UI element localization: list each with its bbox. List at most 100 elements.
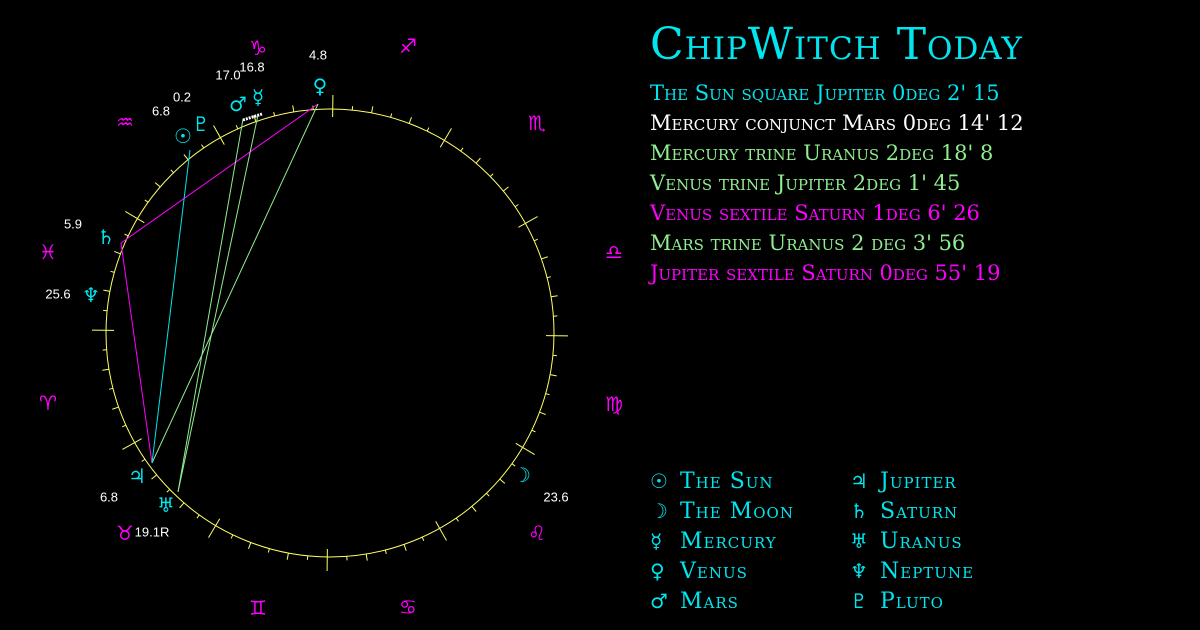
legend-item: ☿ Mercury (650, 526, 850, 556)
pluto-degree-label: 0.2 (173, 90, 191, 105)
aspect-item: The Sun square Jupiter 0deg 2' 15 (650, 81, 1000, 105)
aspect-line-mars-uranus (177, 118, 244, 493)
aspect-list: The Sun square Jupiter 0deg 2' 15 Mercury… (650, 78, 1024, 288)
sign-boundary-tick (518, 216, 538, 228)
uranus-icon: ♅ (157, 493, 175, 517)
degree-tick (390, 113, 393, 118)
venus-degree-label: 4.8 (309, 48, 327, 63)
degree-tick (273, 111, 276, 117)
legend-item: ☽ The Moon (650, 496, 850, 526)
degree-tick (151, 474, 157, 480)
degree-tick (103, 289, 110, 292)
moon-degree-label: 23.6 (543, 490, 568, 505)
degree-tick (183, 154, 189, 160)
zodiac-virgo-icon: ♍ (605, 392, 623, 416)
neptune-icon: ♆ (82, 283, 100, 307)
legend-label: Pluto (880, 589, 944, 614)
degree-tick (426, 127, 430, 132)
degree-tick (247, 542, 252, 549)
degree-tick (108, 387, 114, 390)
pluto-icon: ♇ (850, 589, 868, 613)
degree-tick (144, 199, 149, 203)
degree-tick (365, 553, 368, 561)
zodiac-signs: ♑♐♏♎♍♌♋♊♉♈♓♒ (39, 34, 623, 620)
mercury-icon: ☿ (252, 85, 264, 109)
legend-column-left: ☉The Sun☽The Moon☿Mercury♀Venus♂Mars (650, 466, 850, 616)
degree-tick (112, 406, 119, 410)
natal-chart-wheel: ♑♐♏♎♍♌♋♊♉♈♓♒ ♀4.8☿16.8♂17.0♇0.2☉6.8♄5.9♆… (39, 34, 623, 620)
jupiter-icon: ♃ (128, 464, 146, 488)
uranus-degree-label: 19.1R (135, 525, 170, 540)
degree-tick (486, 492, 490, 497)
legend-item: ♃ Jupiter (850, 466, 1050, 496)
mercury-degree-label: 16.8 (239, 60, 264, 75)
planet-legend: ☉The Sun☽The Moon☿Mercury♀Venus♂Mars ♃Ju… (650, 466, 1050, 618)
degree-tick (201, 144, 205, 149)
degree-tick (179, 502, 185, 509)
jupiter-icon: ♃ (850, 469, 868, 493)
legend-label: Neptune (880, 559, 975, 584)
degree-tick (550, 374, 557, 377)
degree-tick (154, 182, 161, 188)
degree-tick (102, 368, 110, 371)
legend-item: ☉ The Sun (650, 466, 850, 496)
zodiac-cancer-icon: ♋ (399, 595, 417, 619)
legend-label: Uranus (880, 529, 963, 554)
wheel-circle (105, 108, 555, 558)
sign-boundary-tick (208, 518, 221, 538)
mercury-icon: ☿ (650, 529, 663, 553)
legend-label: The Moon (680, 499, 794, 524)
mars-degree-label: 17.0 (215, 68, 240, 83)
degree-tick (545, 393, 550, 396)
aspect-line-venus-saturn (120, 103, 319, 244)
degree-tick (539, 411, 546, 416)
legend-label: Venus (680, 559, 748, 584)
degree-tick (503, 186, 509, 192)
planet-markers: ♀4.8☿16.8♂17.0♇0.2☉6.8♄5.9♆25.6♃6.8♅19.1… (45, 48, 568, 540)
venus-icon: ♀ (650, 559, 665, 583)
degree-tick (286, 553, 289, 560)
degree-tick (230, 534, 234, 539)
aspect-item: Jupiter sextile Saturn 0deg 55' 19 (650, 261, 1001, 285)
degree-tick (475, 157, 481, 164)
degree-tick (546, 276, 552, 279)
jupiter-degree-label: 6.8 (100, 490, 118, 505)
degree-tick (511, 463, 516, 467)
degree-tick (170, 169, 174, 174)
degree-tick (110, 270, 115, 273)
aspect-item: Mercury trine Uranus 2deg 18' 8 (650, 141, 994, 165)
legend-label: The Sun (680, 469, 774, 494)
degree-tick (550, 295, 558, 298)
sign-boundary-tick (122, 438, 142, 450)
saturn-icon: ♄ (97, 225, 115, 249)
zodiac-gemini-icon: ♊ (249, 596, 267, 620)
zodiac-taurus-icon: ♉ (116, 521, 134, 545)
legend-label: Jupiter (880, 469, 957, 494)
sun-icon: ☉ (650, 469, 668, 493)
degree-tick (124, 233, 129, 237)
degree-ticks (92, 95, 568, 571)
saturn-icon: ♄ (850, 499, 868, 523)
neptune-icon: ♆ (850, 559, 868, 583)
legend-item: ♆ Neptune (850, 556, 1050, 586)
degree-tick (514, 204, 519, 208)
aspect-item: Mars trine Uranus 2 deg 3' 56 (650, 231, 966, 255)
moon-icon: ☽ (650, 499, 668, 523)
zodiac-scorpio-icon: ♏ (528, 111, 546, 135)
aspect-item: Venus sextile Saturn 1deg 6' 26 (650, 201, 980, 225)
degree-tick (267, 548, 270, 553)
saturn-degree-label: 5.9 (64, 217, 82, 232)
legend-label: Mercury (680, 529, 777, 554)
degree-tick (141, 458, 146, 462)
degree-tick (531, 429, 536, 433)
legend-item: ♀ Venus (650, 556, 850, 586)
aspect-line-sun-jupiter (151, 149, 191, 464)
sign-boundary-tick (125, 211, 145, 224)
degree-tick (196, 514, 200, 519)
aspect-line-saturn-jupiter (120, 242, 153, 464)
sign-boundary-tick (439, 128, 452, 148)
zodiac-pisces-icon: ♓ (39, 240, 57, 264)
degree-tick (403, 544, 407, 551)
zodiac-libra-icon: ♎ (605, 240, 623, 264)
pluto-icon: ♇ (192, 112, 210, 136)
